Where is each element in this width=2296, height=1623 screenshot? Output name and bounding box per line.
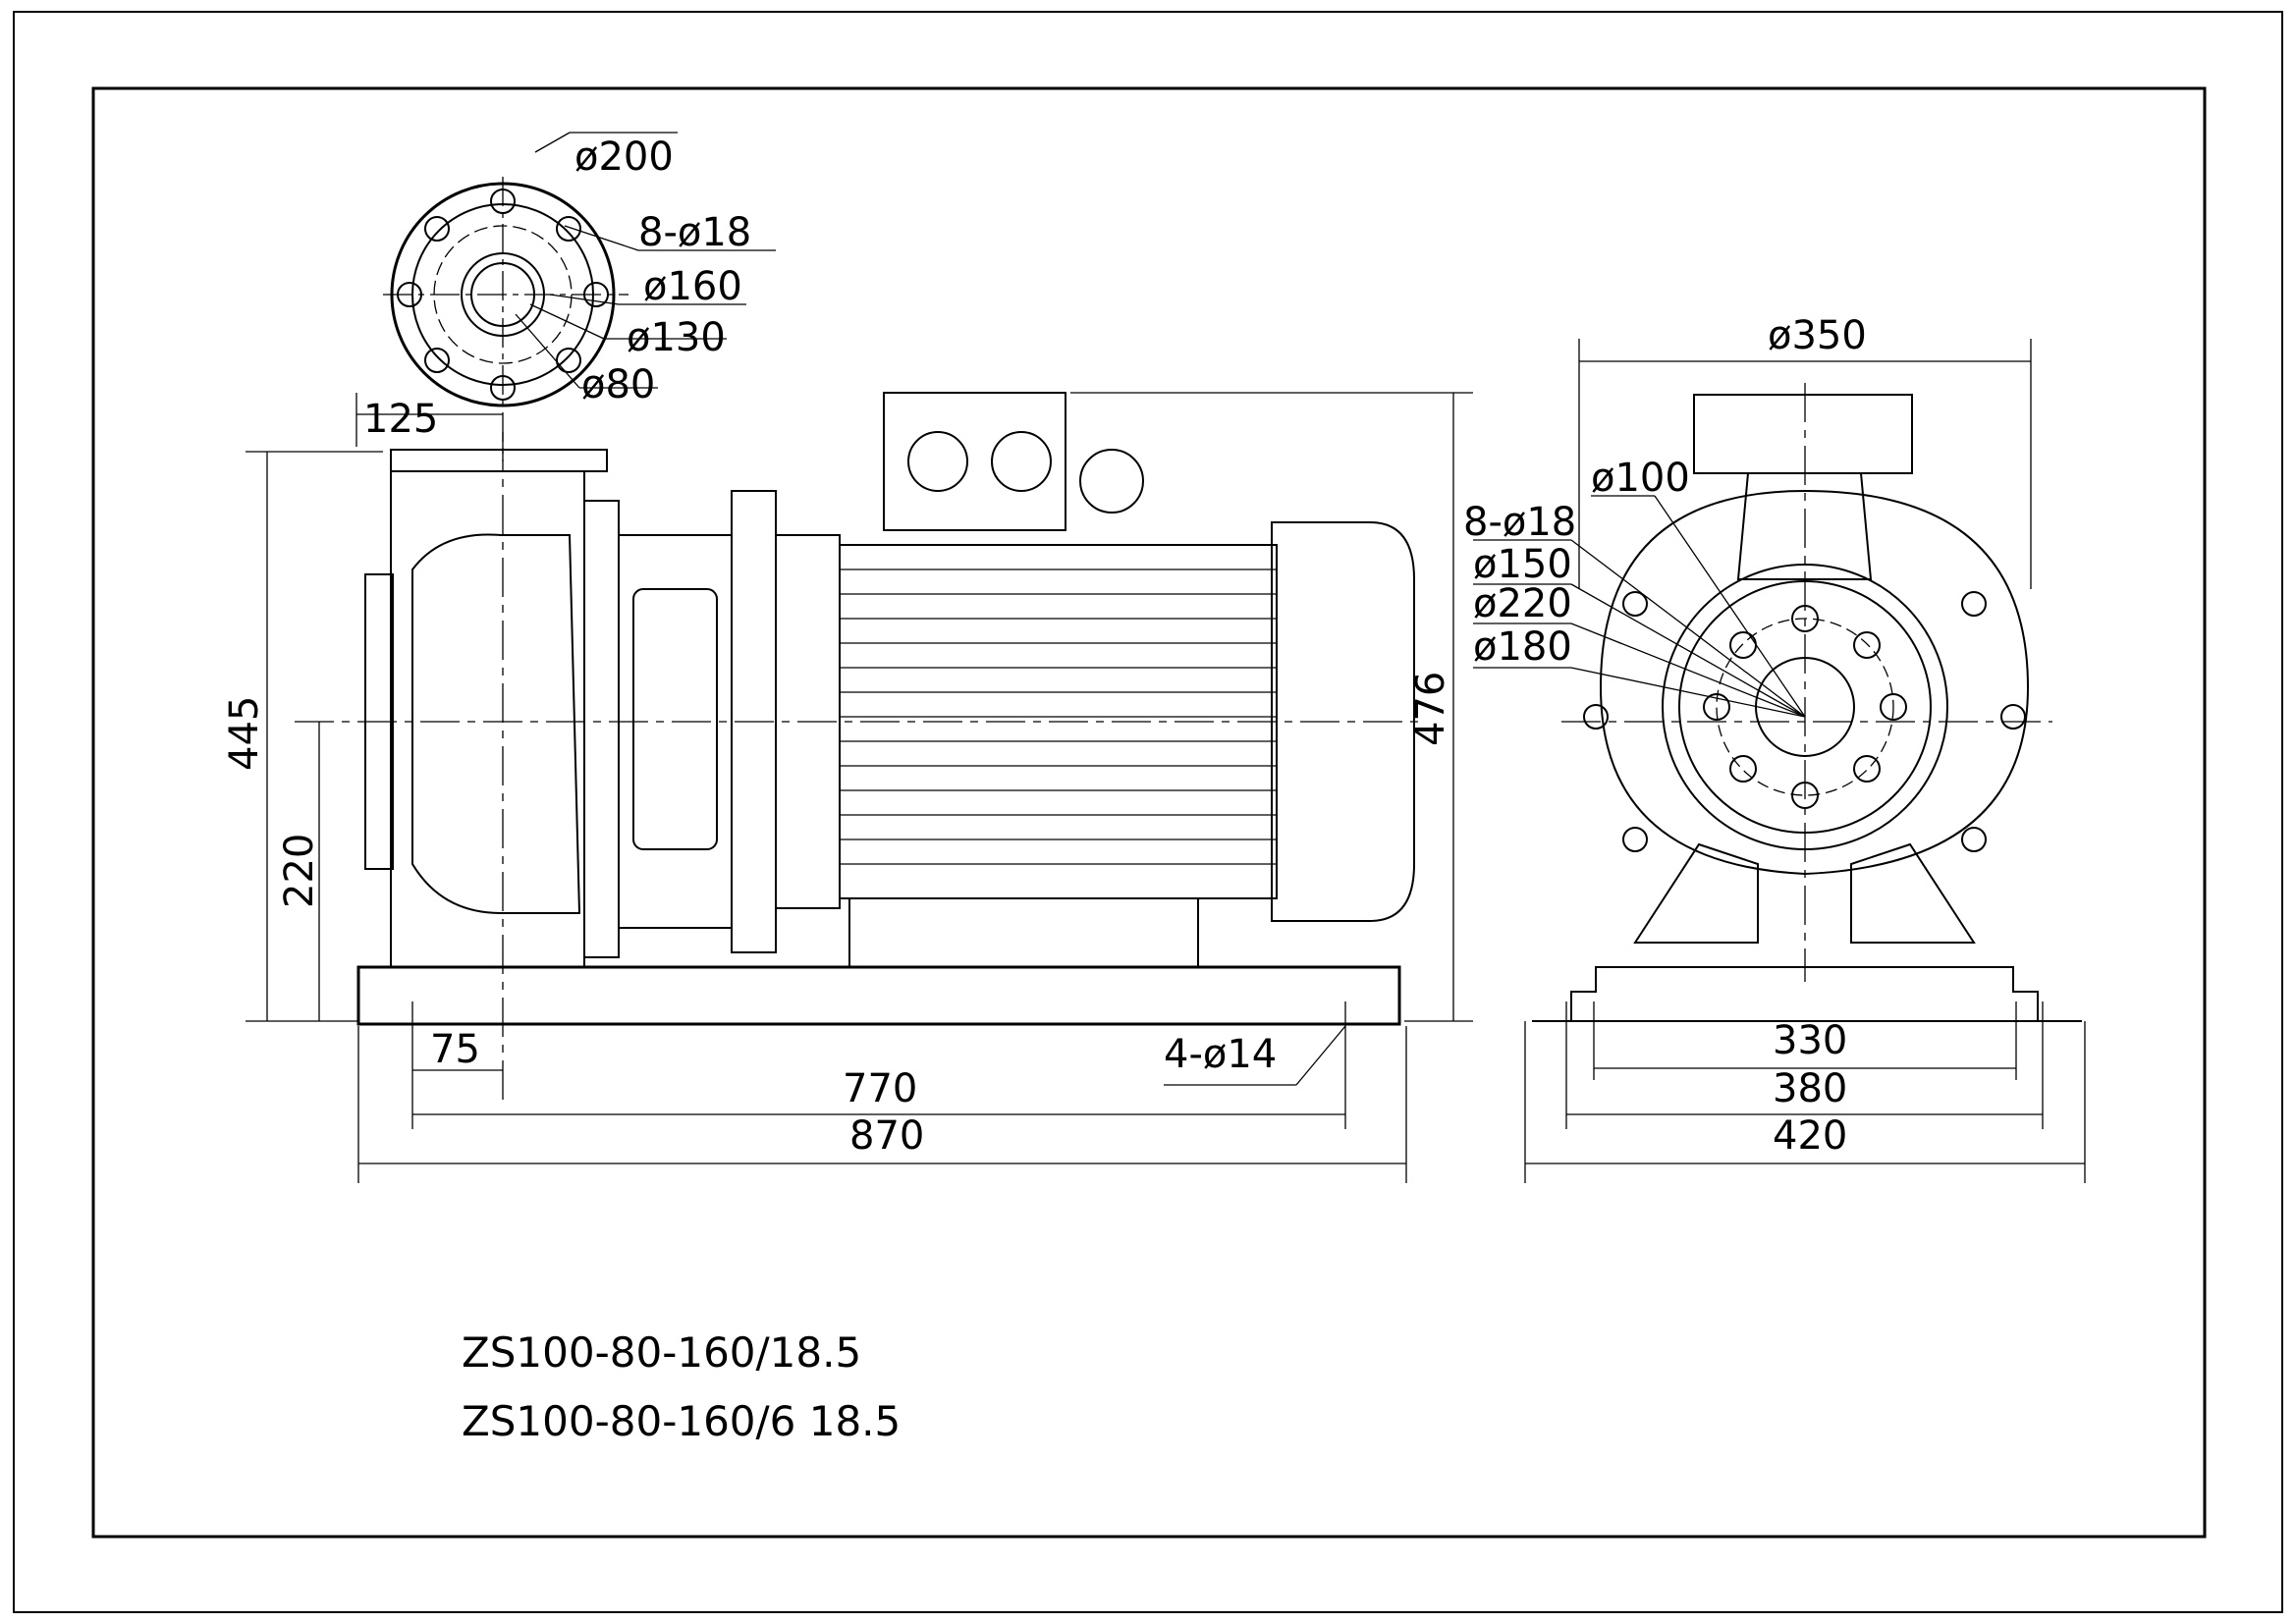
dim-flange-d160: ø160 (643, 264, 742, 309)
dim-end-holes: 8-ø18 (1463, 500, 1576, 545)
dim-bolt-span: 770 (843, 1066, 917, 1111)
dim-end-w420: 420 (1773, 1113, 1847, 1159)
dim-motor-diameter: ø350 (1768, 313, 1867, 358)
outer-border (13, 11, 2283, 1613)
dim-motor-height: 476 (1408, 672, 1453, 746)
dim-center-height: 220 (277, 834, 322, 908)
pump-end-view: ø350 ø100 8-ø18 ø150 ø220 ø180 330 380 4… (1463, 313, 2086, 1183)
dim-flange-d130: ø130 (627, 315, 726, 360)
dim-end-d180: ø180 (1473, 624, 1572, 670)
dim-end-d150: ø150 (1473, 542, 1572, 587)
dim-total-height: 445 (222, 696, 267, 771)
dim-end-d100: ø100 (1591, 456, 1690, 501)
dim-flange-d80: ø80 (581, 362, 655, 407)
dim-flange-d200: ø200 (574, 135, 674, 180)
discharge-flange-view: ø200 8-ø18 ø160 ø130 ø80 125 (355, 132, 776, 461)
dim-base-length: 870 (849, 1113, 924, 1159)
inner-frame (91, 86, 2207, 1539)
dim-flange-offset: 125 (363, 397, 438, 442)
dim-end-w330: 330 (1773, 1018, 1847, 1063)
dim-foot-offset: 75 (430, 1027, 480, 1072)
dim-end-d220: ø220 (1473, 581, 1572, 626)
dim-end-w380: 380 (1773, 1066, 1847, 1111)
model-label-2: ZS100-80-160/6 18.5 (462, 1397, 901, 1445)
dim-flange-holes: 8-ø18 (638, 210, 751, 255)
dim-anchor-holes: 4-ø14 (1164, 1032, 1277, 1077)
model-label-1: ZS100-80-160/18.5 (462, 1328, 861, 1377)
pump-side-view: 445 220 476 75 4-ø14 770 870 (222, 392, 1473, 1183)
